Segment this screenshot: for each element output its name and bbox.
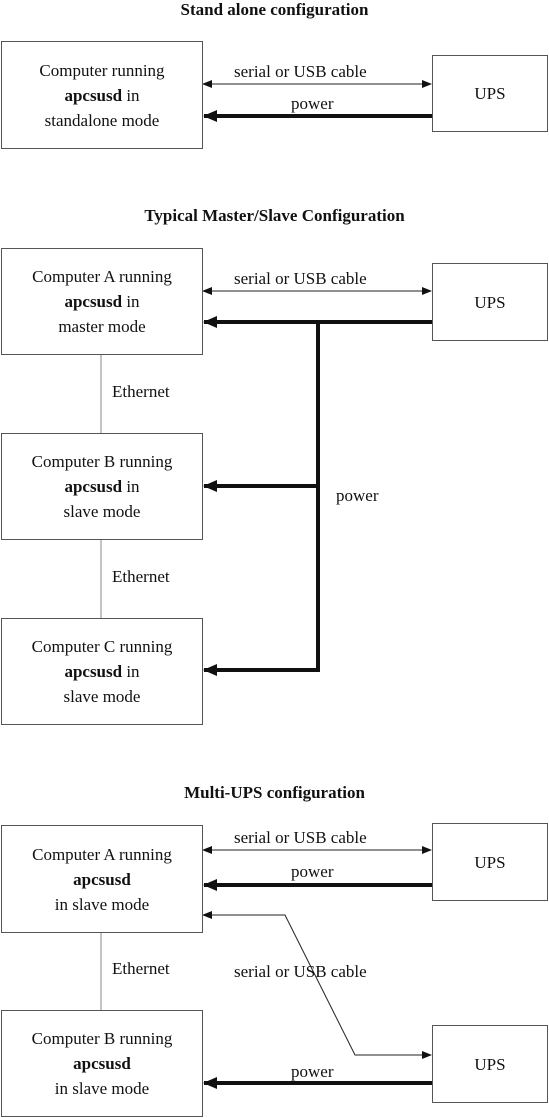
standalone-ups-box: UPS	[432, 55, 548, 132]
mu-cable-label-2: serial or USB cable	[234, 962, 367, 981]
standalone-computer-box: Computer running apcsusd in standalone m…	[1, 41, 203, 149]
mu-power-label-1: power	[291, 862, 334, 881]
mu-power-label-2: power	[291, 1062, 334, 1081]
computer-line2-suffix: in	[122, 662, 140, 681]
ups-label: UPS	[474, 84, 506, 103]
computer-line2: apcsusd	[73, 867, 131, 892]
mu-cable-line-2	[202, 911, 432, 1059]
computer-line3: standalone mode	[44, 110, 160, 130]
computer-line1: Computer running	[39, 60, 165, 80]
ms-computer-a-box: Computer A running apcsusd in master mod…	[1, 248, 203, 355]
ups-label: UPS	[474, 292, 506, 312]
apcsusd-name: apcsusd	[64, 477, 123, 496]
standalone-cable-label: serial or USB cable	[234, 62, 367, 81]
master-slave-title: Typical Master/Slave Configuration	[144, 206, 405, 225]
computer-line3: slave mode	[63, 502, 141, 521]
mu-ups-box-2: UPS	[432, 1025, 548, 1103]
apcsusd-name: apcsusd	[73, 869, 131, 889]
ms-power-label: power	[336, 486, 379, 505]
apcsusd-name: apcsusd	[64, 662, 123, 681]
ms-cable-label: serial or USB cable	[234, 269, 367, 288]
computer-line3: slave mode	[63, 687, 141, 706]
mu-computer-b-box: Computer B running apcsusd in slave mode	[1, 1010, 203, 1117]
ms-ethernet-label-1: Ethernet	[112, 382, 170, 401]
ms-ethernet-label-2: Ethernet	[112, 567, 170, 586]
computer-line1: Computer A running	[32, 267, 172, 286]
ups-label: UPS	[474, 1054, 506, 1074]
computer-line1: Computer B running	[31, 1029, 173, 1048]
ms-ups-box: UPS	[432, 263, 548, 341]
computer-line2: apcsusd in	[64, 659, 139, 684]
computer-line1: Computer B running	[31, 452, 173, 471]
computer-line2: apcsusd in	[64, 289, 139, 314]
apcsusd-name: apcsusd	[73, 1054, 131, 1073]
ups-label: UPS	[474, 852, 506, 872]
mu-cable-label-1: serial or USB cable	[234, 828, 367, 847]
apcsusd-name: apcsusd	[64, 85, 123, 105]
computer-line3: master mode	[58, 317, 146, 336]
ms-computer-c-box: Computer C running apcsusd in slave mode	[1, 618, 203, 725]
standalone-title: Stand alone configuration	[180, 0, 369, 19]
mu-ethernet-label: Ethernet	[112, 959, 170, 978]
multi-ups-title: Multi-UPS configuration	[184, 783, 365, 802]
mu-computer-a-box: Computer A running apcsusd in slave mode	[1, 825, 203, 933]
computer-line1: Computer C running	[31, 637, 173, 656]
computer-line2: apcsusd	[73, 1051, 131, 1076]
computer-line2-suffix: in	[122, 292, 140, 311]
computer-line2-suffix: in	[122, 477, 140, 496]
computer-line2: apcsusd in	[64, 83, 139, 108]
computer-line2-suffix: in	[122, 85, 140, 105]
mu-ups-box-1: UPS	[432, 823, 548, 901]
computer-line2: apcsusd in	[64, 474, 139, 499]
standalone-power-label: power	[291, 94, 334, 113]
computer-line3: in slave mode	[54, 894, 150, 914]
apcsusd-name: apcsusd	[64, 292, 123, 311]
computer-line3: in slave mode	[54, 1079, 150, 1098]
ms-computer-b-box: Computer B running apcsusd in slave mode	[1, 433, 203, 540]
computer-line1: Computer A running	[32, 844, 172, 864]
